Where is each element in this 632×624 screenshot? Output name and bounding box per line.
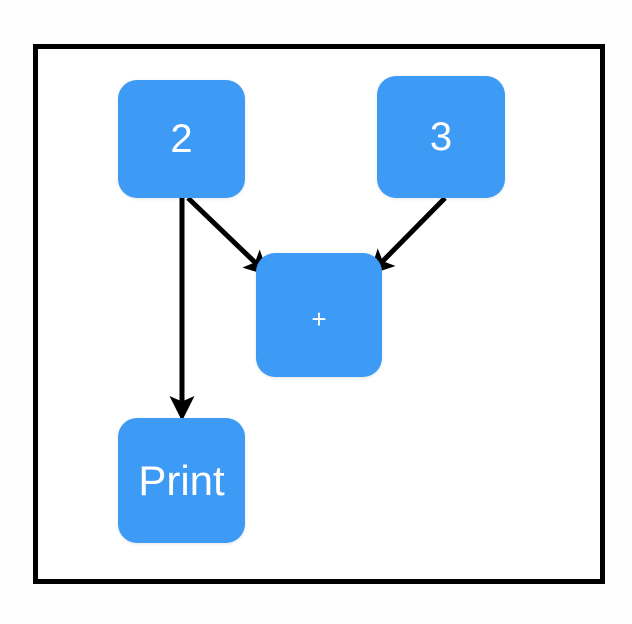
node-three[interactable]: 3: [377, 76, 505, 198]
node-print-label: Print: [138, 456, 225, 504]
node-two[interactable]: 2: [118, 80, 245, 198]
node-plus-operator[interactable]: +: [256, 253, 382, 377]
node-three-label: 3: [429, 115, 453, 159]
node-plus-label: +: [311, 304, 327, 334]
node-two-label: 2: [170, 117, 193, 161]
node-print[interactable]: Print: [118, 418, 245, 543]
